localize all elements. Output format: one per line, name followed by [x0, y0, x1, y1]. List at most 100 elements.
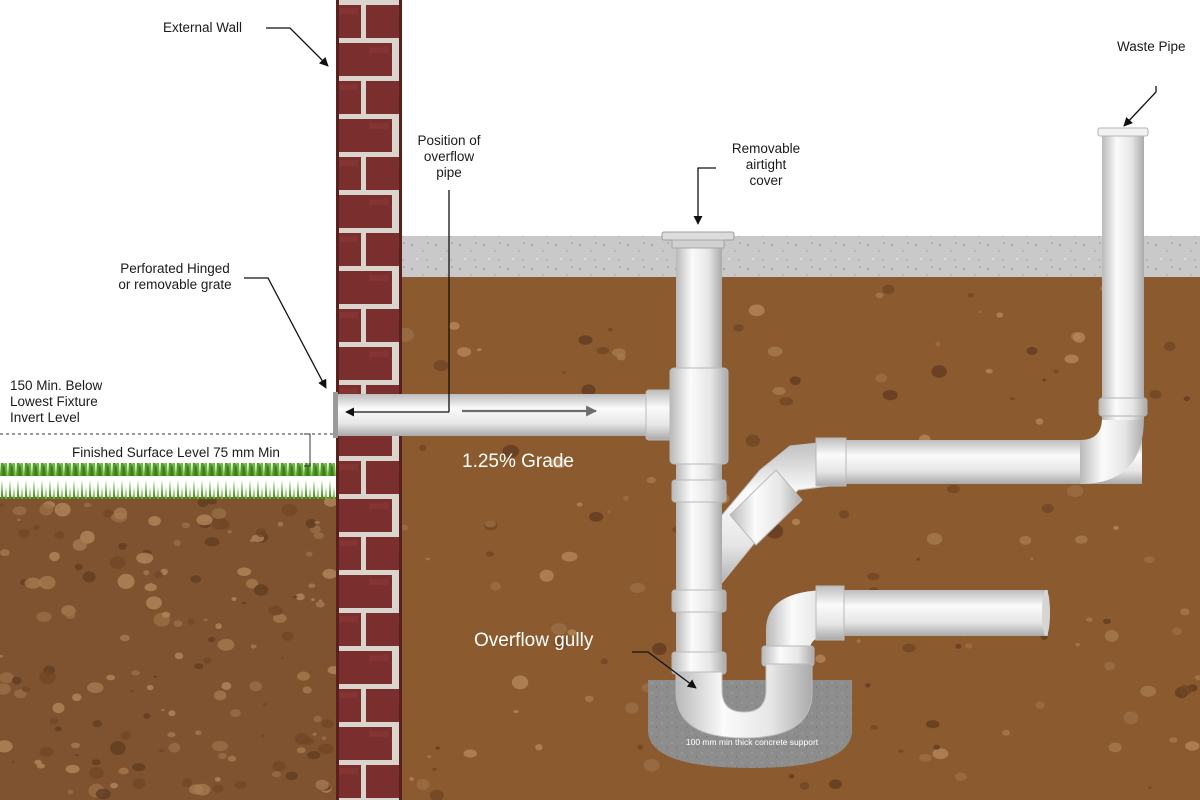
soil-pebble [589, 511, 604, 522]
soil-pebble [1164, 341, 1176, 351]
soil-pebble [1073, 332, 1086, 343]
overflow-pipe-position-line-1: Position of [417, 133, 481, 148]
waste-pipe-riser [1102, 130, 1144, 420]
soil-pebble [561, 551, 578, 562]
soil-pebble [280, 657, 284, 660]
soil-pebble [1172, 627, 1182, 636]
waste-pipe-label: Waste Pipe [1117, 39, 1186, 54]
surface-level-bracket [304, 433, 311, 467]
soil-pebble [52, 702, 65, 714]
soil-pebble [318, 599, 322, 602]
soil-pebble [206, 497, 217, 505]
soil-pebble [154, 571, 163, 579]
soil-pebble [182, 778, 193, 788]
soil-pebble [261, 734, 265, 738]
soil-pebble [296, 747, 306, 754]
soil-pebble [425, 557, 431, 561]
soil-pebble [306, 551, 313, 557]
soil-pebble [567, 629, 577, 636]
soil-pebble [882, 389, 898, 401]
overflow-pipe-position-line-3: pipe [436, 165, 462, 180]
soil-pebble [49, 718, 59, 725]
soil-pebble [34, 759, 42, 765]
soil-pebble [262, 703, 267, 706]
soil-pebble [227, 529, 233, 534]
soil-pebble [1185, 741, 1200, 751]
cover-leader [693, 167, 716, 225]
soil-pebble [1075, 642, 1080, 647]
soil-pebble [0, 503, 5, 508]
soil-pebble [308, 583, 316, 589]
soil-pebble [772, 387, 786, 395]
soil-pebble [82, 571, 96, 583]
soil-pebble [513, 710, 519, 714]
soil-pebble [36, 611, 52, 622]
soil-pebble [237, 567, 252, 576]
soil-pebble [431, 767, 438, 771]
soil-pebble [119, 634, 130, 642]
soil-pebble [18, 528, 30, 539]
soil-pebble [1194, 675, 1200, 680]
soil-pebble [12, 506, 27, 516]
soil-pebble [779, 397, 794, 406]
soil-pebble [92, 720, 102, 728]
soil-pebble [221, 682, 232, 690]
soil-pebble [788, 774, 795, 779]
soil-pebble [39, 670, 56, 685]
soil-pebble [256, 528, 267, 538]
soil-pebble [173, 539, 181, 547]
soil-pebble [551, 623, 567, 635]
soil-pebble [212, 784, 224, 793]
soil-pebble [637, 744, 644, 750]
external-wall-leader [266, 27, 329, 67]
soil-pebble [985, 368, 993, 374]
soil-pebble [745, 434, 761, 447]
soil-pebble [964, 643, 973, 649]
soil-pebble [161, 611, 171, 618]
soil-pebble [748, 304, 765, 317]
soil-pebble [87, 682, 104, 694]
soil-pebble [211, 516, 228, 530]
soil-pebble [67, 789, 74, 795]
soil-pebble [65, 764, 80, 774]
grade-label: 1.25% Grade [462, 451, 574, 472]
soil-pebble [190, 575, 201, 583]
u-trap [675, 663, 813, 739]
soil-pebble [622, 495, 629, 501]
soil-pebble [511, 675, 529, 690]
outlet-pipe [838, 590, 1048, 636]
soil-pebble [211, 508, 227, 519]
grate-line-1: Perforated Hinged [120, 261, 230, 276]
soil-pebble [281, 504, 298, 516]
soil-pebble [307, 751, 321, 760]
soil-pebble [926, 533, 943, 545]
soil-pebble [110, 782, 118, 789]
soil-pebble [197, 497, 209, 508]
soil-pebble [485, 551, 494, 557]
soil-pebble [161, 708, 165, 711]
soil-pebble [109, 556, 126, 570]
soil-pebble [89, 767, 104, 779]
airtight-cover-line-2: airtight [745, 157, 787, 172]
soil-pebble [74, 563, 83, 571]
soil-pebble [1148, 786, 1152, 789]
soil-pebble [271, 771, 281, 778]
soil-pebble [204, 537, 220, 547]
soil-pebble [926, 720, 940, 729]
soil-pebble [433, 360, 449, 372]
soil-pebble [0, 683, 11, 695]
soil-pebble [313, 715, 322, 723]
waste-pipe-leader [1123, 86, 1157, 127]
soil-pebble [295, 593, 305, 601]
soil-pebble [1143, 556, 1155, 564]
soil-pebble [317, 743, 335, 755]
soil-pebble [1066, 485, 1084, 497]
soil-pebble [49, 551, 60, 562]
soil-pebble [118, 767, 129, 775]
soil-pebble [1169, 737, 1178, 743]
soil-pebble [0, 654, 4, 658]
soil-pebble [607, 327, 614, 332]
soil-pebble [967, 293, 974, 298]
